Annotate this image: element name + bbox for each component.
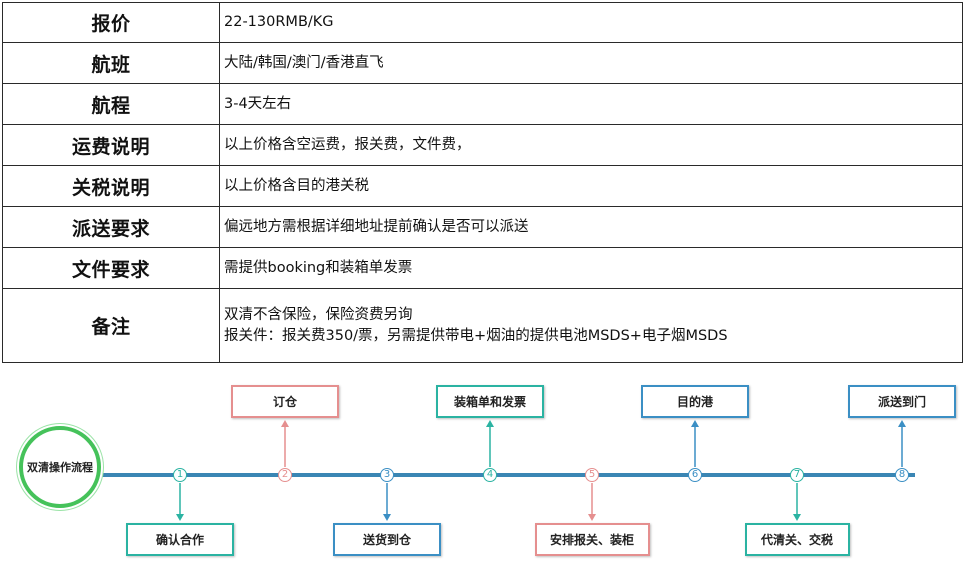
table-row: 报价 22-130RMB/KG (2, 2, 963, 43)
table-row: 关税说明 以上价格含目的港关税 (2, 165, 963, 207)
arrow-icon (898, 420, 906, 427)
row-label: 文件要求 (2, 247, 220, 289)
row-value: 22-130RMB/KG (219, 2, 963, 43)
step-number-5: 5 (585, 468, 599, 482)
step-number-1: 1 (173, 468, 187, 482)
row-value: 3-4天左右 (219, 83, 963, 125)
step-number-4: 4 (483, 468, 497, 482)
process-flow: 双清操作流程 1 确认合作 2 订仓 3 送货到仓 4 装箱单和发票 5 安排报关、装柜 6 目的港 7… (0, 372, 965, 571)
step-box-2: 订仓 (231, 385, 339, 418)
arrow-icon (588, 514, 596, 521)
arrow-icon (691, 420, 699, 427)
row-value: 大陆/韩国/澳门/香港直飞 (219, 42, 963, 84)
row-value: 需提供booking和装箱单发票 (219, 247, 963, 289)
timeline-connectors (95, 420, 915, 521)
step-number-6: 6 (688, 468, 702, 482)
table-row: 航程 3-4天左右 (2, 83, 963, 125)
arrow-icon (383, 514, 391, 521)
row-value: 以上价格含空运费，报关费，文件费， (219, 124, 963, 166)
row-label: 航班 (2, 42, 220, 84)
arrow-icon (486, 420, 494, 427)
step-box-4: 装箱单和发票 (436, 385, 544, 418)
row-label: 航程 (2, 83, 220, 125)
step-box-5: 安排报关、装柜 (534, 523, 650, 556)
step-number-7: 7 (790, 468, 804, 482)
flow-start-circle: 双清操作流程 (19, 426, 101, 508)
row-value: 偏远地方需根据详细地址提前确认是否可以派送 (219, 206, 963, 248)
info-table: 报价 22-130RMB/KG 航班 大陆/韩国/澳门/香港直飞 航程 3-4天… (2, 2, 963, 363)
row-value: 以上价格含目的港关税 (219, 165, 963, 207)
step-box-7: 代清关、交税 (744, 523, 850, 556)
table-row: 航班 大陆/韩国/澳门/香港直飞 (2, 42, 963, 84)
step-number-2: 2 (278, 468, 292, 482)
arrow-icon (176, 514, 184, 521)
arrow-icon (281, 420, 289, 427)
arrow-icon (793, 514, 801, 521)
row-value: 双清不含保险，保险资费另询 报关件：报关费350/票，另需提供带电+烟油的提供电… (219, 288, 963, 363)
step-box-8: 派送到门 (848, 385, 956, 418)
row-label: 运费说明 (2, 124, 220, 166)
table-row: 备注 双清不含保险，保险资费另询 报关件：报关费350/票，另需提供带电+烟油的… (2, 288, 963, 363)
step-box-3: 送货到仓 (333, 523, 441, 556)
row-label: 备注 (2, 288, 220, 363)
row-label: 派送要求 (2, 206, 220, 248)
step-number-3: 3 (380, 468, 394, 482)
table-row: 文件要求 需提供booking和装箱单发票 (2, 247, 963, 289)
table-row: 派送要求 偏远地方需根据详细地址提前确认是否可以派送 (2, 206, 963, 248)
row-label: 关税说明 (2, 165, 220, 207)
step-number-8: 8 (895, 468, 909, 482)
step-box-6: 目的港 (641, 385, 749, 418)
table-row: 运费说明 以上价格含空运费，报关费，文件费， (2, 124, 963, 166)
row-label: 报价 (2, 2, 220, 43)
step-box-1: 确认合作 (126, 523, 234, 556)
